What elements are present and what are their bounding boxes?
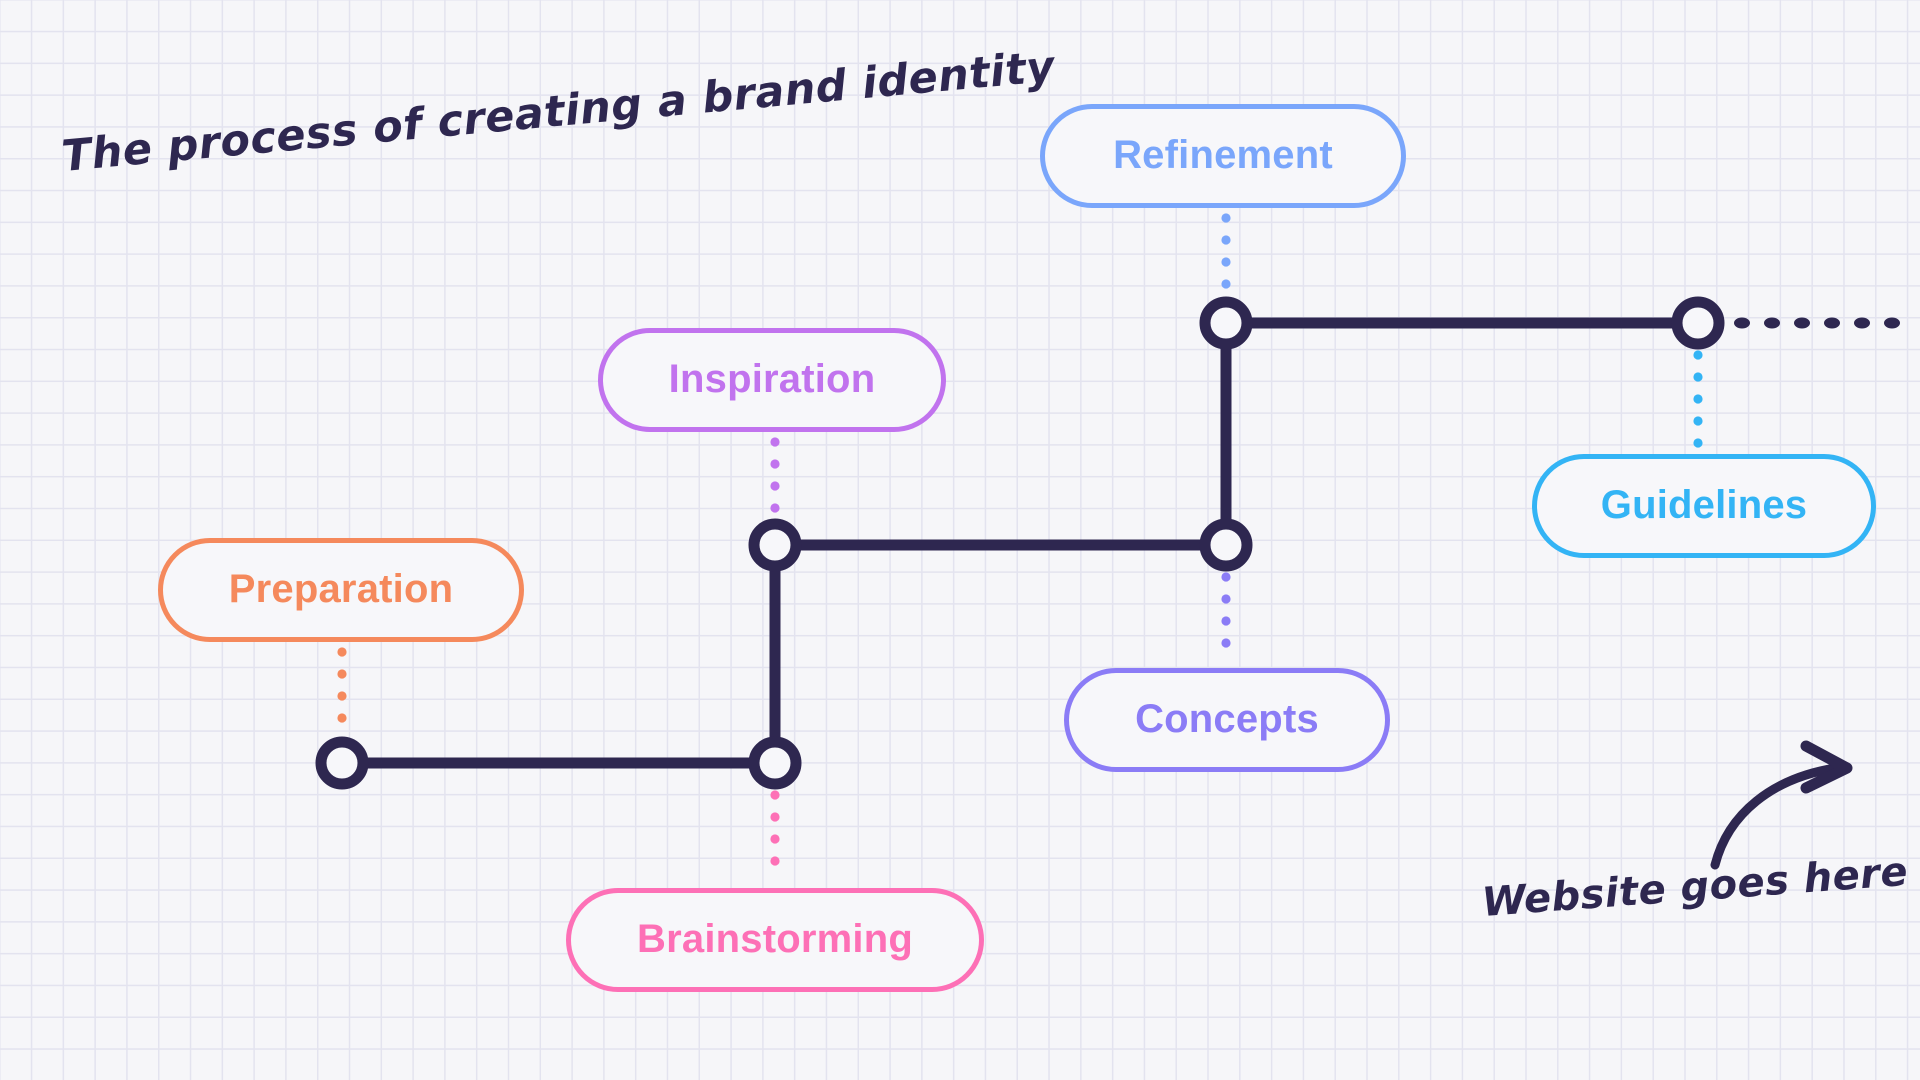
trailing-dot <box>1854 317 1870 329</box>
leader-dot-concepts <box>1221 572 1231 582</box>
trailing-dot <box>1734 317 1750 329</box>
solid-link-group <box>342 317 1698 769</box>
leader-dot-brainstorming <box>770 856 780 866</box>
stage-label-inspiration: Inspiration <box>668 357 876 401</box>
title-annotation: The process of creating a brand identity <box>59 41 1057 182</box>
trailing-dot <box>1884 317 1900 329</box>
leader-dot-inspiration <box>770 481 780 491</box>
stage-label-guidelines: Guidelines <box>1600 483 1808 527</box>
leader-dot-brainstorming <box>770 812 780 822</box>
joint-brainstorming[interactable] <box>748 736 802 790</box>
leader-dot-preparation <box>337 647 347 657</box>
leader-dot-guidelines <box>1693 438 1703 448</box>
trailing-dot <box>1764 317 1780 329</box>
stage-pill-inspiration[interactable]: Inspiration <box>598 328 946 432</box>
leader-dot-refinement <box>1221 257 1231 267</box>
stage-label-refinement: Refinement <box>1113 133 1333 177</box>
trailing-dot <box>1824 317 1840 329</box>
leader-dot-guidelines <box>1693 350 1703 360</box>
joint-ring-group <box>315 296 1725 790</box>
leader-dot-brainstorming <box>770 834 780 844</box>
trailing-dot <box>1794 317 1810 329</box>
leader-dot-inspiration <box>770 437 780 447</box>
leader-dot-inspiration <box>770 503 780 513</box>
stage-label-brainstorming: Brainstorming <box>637 917 913 961</box>
joint-refinement[interactable] <box>1199 296 1253 350</box>
leader-dot-preparation <box>337 669 347 679</box>
leader-dot-refinement <box>1221 279 1231 289</box>
dotted-leader-group <box>337 213 1703 866</box>
joint-concepts[interactable] <box>1199 518 1253 572</box>
leader-dot-refinement <box>1221 235 1231 245</box>
trailing-dotted-link <box>1734 317 1900 329</box>
leader-dot-concepts <box>1221 616 1231 626</box>
stage-pill-guidelines[interactable]: Guidelines <box>1532 454 1876 558</box>
leader-dot-preparation <box>337 713 347 723</box>
stage-pill-preparation[interactable]: Preparation <box>158 538 524 642</box>
leader-dot-preparation <box>337 691 347 701</box>
leader-dot-concepts <box>1221 594 1231 604</box>
stage-pill-concepts[interactable]: Concepts <box>1064 668 1390 772</box>
stage-pill-brainstorming[interactable]: Brainstorming <box>566 888 984 992</box>
leader-dot-guidelines <box>1693 394 1703 404</box>
leader-dot-concepts <box>1221 638 1231 648</box>
stage-label-preparation: Preparation <box>228 567 454 611</box>
curved-arrow-icon <box>1710 740 1853 870</box>
leader-dot-brainstorming <box>770 790 780 800</box>
joint-inspiration[interactable] <box>748 518 802 572</box>
joint-preparation[interactable] <box>315 736 369 790</box>
joint-guidelines[interactable] <box>1671 296 1725 350</box>
leader-dot-guidelines <box>1693 372 1703 382</box>
stage-pill-refinement[interactable]: Refinement <box>1040 104 1406 208</box>
leader-dot-inspiration <box>770 459 780 469</box>
leader-dot-guidelines <box>1693 416 1703 426</box>
leader-dot-refinement <box>1221 213 1231 223</box>
stage-label-concepts: Concepts <box>1135 697 1319 741</box>
